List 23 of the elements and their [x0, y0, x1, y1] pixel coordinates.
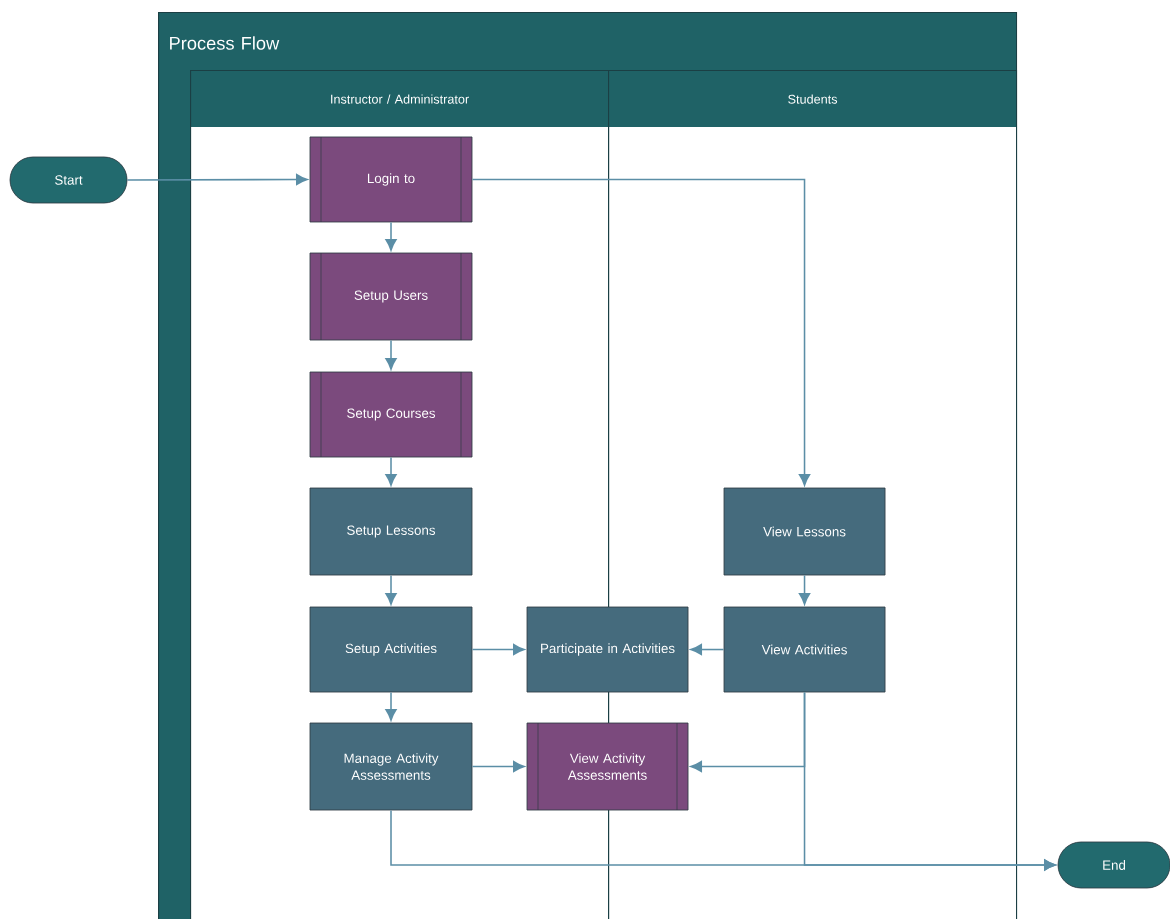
arrow: [803, 691, 1056, 871]
arrow: [385, 691, 397, 721]
arrow: [126, 173, 308, 186]
process-box: Setup Lessons: [309, 487, 473, 576]
arrow: [798, 574, 811, 605]
terminal-oval: End: [1057, 841, 1170, 889]
arrow: [471, 643, 525, 656]
subprocess-box: Setup Courses: [309, 371, 473, 458]
process-box: View Activities: [723, 606, 886, 693]
subprocess-box: View Activity Assessments: [526, 722, 689, 811]
arrow: [471, 760, 525, 773]
process-box: Participate in Activities: [526, 606, 689, 693]
arrow: [385, 339, 397, 370]
process-box: View Lessons: [723, 487, 886, 576]
process-box: Manage Activity Assessments: [309, 722, 473, 811]
arrow: [471, 178, 811, 486]
arrow: [690, 643, 725, 656]
subprocess-box: Login to: [309, 136, 473, 223]
arrow: [385, 456, 397, 486]
arrow: [385, 221, 397, 251]
subprocess-box: Setup Users: [309, 252, 473, 341]
process-box: Setup Activities: [309, 606, 473, 693]
arrow: [385, 574, 397, 605]
